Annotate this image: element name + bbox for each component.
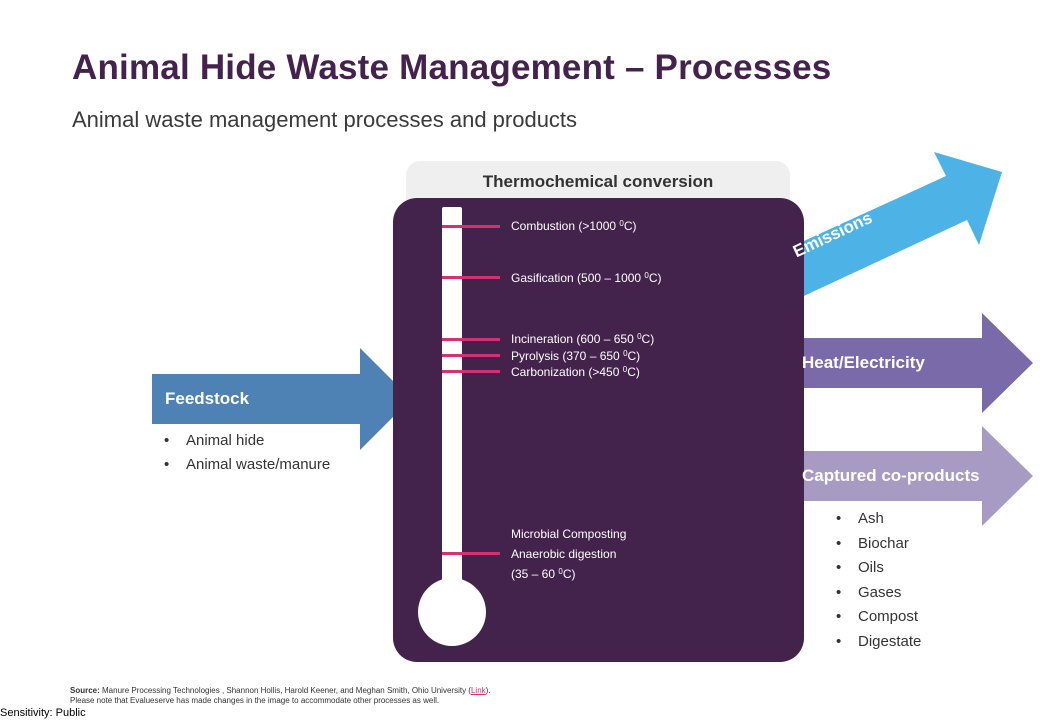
source-line: Source: Manure Processing Technologies ,… — [70, 686, 491, 695]
list-item: Compost — [834, 606, 921, 631]
heat-electricity-label: Heat/Electricity — [802, 353, 925, 372]
list-item: Biochar — [834, 533, 921, 558]
process-label-low-temp-range: (35 – 60 0C) — [511, 567, 576, 581]
process-label-combustion: Combustion (>1000 0C) — [511, 219, 637, 233]
process-label-gasification: Gasification (500 – 1000 0C) — [511, 271, 662, 285]
feedstock-arrow — [152, 348, 411, 450]
tick-pyrolysis — [442, 354, 500, 357]
list-item: Digestate — [834, 631, 921, 656]
list-item: Animal waste/manure — [162, 454, 330, 478]
list-item: Ash — [834, 508, 921, 533]
process-label-composting: Microbial Composting — [511, 527, 627, 541]
tick-low-temp — [442, 552, 500, 555]
coproducts-label: Captured co-products — [802, 466, 980, 485]
list-item: Gases — [834, 582, 921, 607]
thermochemical-header-text: Thermochemical conversion — [482, 172, 714, 191]
source-disclaimer: Please note that Evalueserve has made ch… — [70, 696, 440, 705]
feedstock-list: Animal hide Animal waste/manure — [162, 430, 330, 478]
tick-combustion — [442, 225, 500, 228]
list-item: Oils — [834, 557, 921, 582]
tick-gasification — [442, 276, 500, 279]
thermometer-bulb — [418, 578, 486, 646]
slide-title: Animal Hide Waste Management – Processes — [72, 48, 832, 87]
feedstock-label: Feedstock — [165, 389, 250, 408]
thermometer-tube — [442, 207, 462, 599]
list-item: Animal hide — [162, 430, 330, 454]
process-label-pyrolysis: Pyrolysis (370 – 650 0C) — [511, 349, 641, 363]
heat-electricity-arrow — [774, 313, 1033, 413]
sensitivity-label: Sensitivity: Public — [0, 707, 86, 719]
slide-subtitle: Animal waste management processes and pr… — [72, 107, 578, 132]
process-label-carbonization: Carbonization (>450 0C) — [511, 365, 640, 379]
process-label-incineration: Incineration (600 – 650 0C) — [511, 332, 655, 346]
source-link[interactable]: Link — [470, 686, 486, 695]
coproducts-arrow — [774, 426, 1033, 526]
source-note: Source: Manure Processing Technologies ,… — [70, 686, 491, 706]
process-label-anaerobic: Anaerobic digestion — [511, 547, 617, 561]
emissions-arrow — [758, 152, 1002, 308]
tick-carbonization — [442, 370, 500, 373]
coproducts-list: Ash Biochar Oils Gases Compost Digestate — [834, 508, 921, 655]
tick-incineration — [442, 338, 500, 341]
